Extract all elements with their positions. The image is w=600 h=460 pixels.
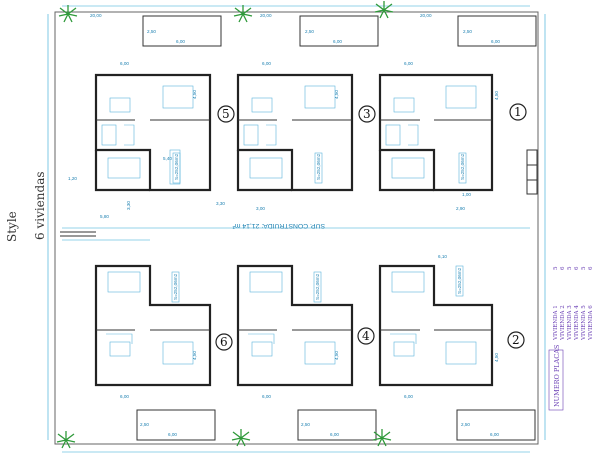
- svg-text:6,10: 6,10: [438, 254, 447, 259]
- svg-text:6,00: 6,00: [490, 432, 499, 437]
- solar-panels-legend: NUMERO PLACAS VIVIENDA 1 VIVIENDA 2 VIVI…: [548, 266, 594, 411]
- svg-text:VIVIENDA 6: VIVIENDA 6: [588, 305, 594, 341]
- svg-text:6,00: 6,00: [262, 394, 271, 399]
- unit-2: S=252,06m2 2 4,50 6,00: [378, 264, 525, 399]
- svg-text:5,80: 5,80: [100, 214, 109, 219]
- svg-text:S=252,06m2: S=252,06m2: [316, 153, 321, 180]
- site-boundary: [54, 11, 539, 445]
- svg-text:2,50: 2,50: [461, 422, 470, 427]
- unit-number: 3: [363, 107, 371, 121]
- palm-tree-icon: [58, 5, 78, 23]
- unit-5: 5 4,50 5,40 3,30 6,00 S=252,06m2: [94, 61, 235, 206]
- svg-text:1,00: 1,00: [462, 192, 471, 197]
- svg-text:VIVIENDA 5: VIVIENDA 5: [581, 305, 587, 341]
- pool-bottom-mid: 2,50 6,00: [297, 409, 377, 441]
- svg-text:2,50: 2,50: [147, 29, 156, 34]
- svg-text:S=252,06m2: S=252,06m2: [174, 153, 179, 180]
- svg-text:5: 5: [553, 266, 559, 270]
- svg-text:5: 5: [567, 266, 573, 270]
- svg-text:S=252,06m2: S=252,06m2: [173, 273, 178, 300]
- palm-tree-icon: [372, 429, 392, 447]
- unit-1: S=252,06m2 1 4,50 6,00: [378, 61, 527, 192]
- svg-text:NUMERO PLACAS: NUMERO PLACAS: [553, 345, 561, 407]
- svg-text:6: 6: [574, 266, 580, 270]
- svg-text:5,40: 5,40: [163, 156, 172, 161]
- svg-text:6,00: 6,00: [330, 432, 339, 437]
- built-area-note: SUP. CONSTRUIDA: 21,14 m²: [232, 222, 325, 229]
- dim-label: 20,00: [90, 13, 102, 18]
- palm-tree-icon: [374, 1, 394, 19]
- dim-label: 20,00: [420, 13, 432, 18]
- unit-6: S=252,06m2 6 4,50 6,00: [94, 264, 233, 399]
- svg-text:2,50: 2,50: [305, 29, 314, 34]
- palm-tree-icon: [56, 431, 76, 449]
- svg-text:6: 6: [588, 266, 594, 270]
- svg-text:6,00: 6,00: [262, 61, 271, 66]
- pool-top-right: 2,50 6,00: [457, 15, 537, 47]
- svg-text:4,50: 4,50: [192, 90, 197, 99]
- svg-text:4,50: 4,50: [494, 353, 499, 362]
- svg-text:S=252,06m2: S=252,06m2: [460, 153, 465, 180]
- svg-text:4,50: 4,50: [334, 90, 339, 99]
- svg-text:3,30: 3,30: [216, 201, 225, 206]
- unit-4: S=252,06m2 4 4,50 6,00: [236, 264, 375, 399]
- svg-text:1,20: 1,20: [68, 176, 77, 181]
- pool-bottom-left: 2,50 6,00: [136, 409, 216, 441]
- svg-text:VIVIENDA 4: VIVIENDA 4: [574, 305, 580, 341]
- svg-text:4,50: 4,50: [494, 91, 499, 100]
- svg-text:S=252,06m2: S=252,06m2: [315, 273, 320, 300]
- pool-bottom-right: 2,50 6,00: [456, 409, 536, 441]
- svg-text:6,00: 6,00: [404, 394, 413, 399]
- pool-top-left: 2,50 6,00: [142, 15, 222, 47]
- dim-label: 20,00: [260, 13, 272, 18]
- pool-top-mid: 2,50 6,00: [299, 15, 379, 47]
- svg-text:2,50: 2,50: [140, 422, 149, 427]
- unit-3: S=252,06m2 3 4,50 6,00: [236, 61, 376, 192]
- unit-number: 1: [514, 105, 522, 119]
- unit-number: 6: [220, 335, 228, 349]
- svg-text:VIVIENDA 2: VIVIENDA 2: [560, 305, 566, 341]
- svg-text:S=252,06m2: S=252,06m2: [457, 267, 462, 294]
- svg-text:VIVIENDA 1: VIVIENDA 1: [553, 305, 559, 341]
- svg-text:6: 6: [560, 266, 566, 270]
- svg-text:6,00: 6,00: [333, 39, 342, 44]
- palm-tree-icon: [231, 429, 251, 447]
- svg-text:VIVIENDA 3: VIVIENDA 3: [567, 305, 573, 341]
- svg-text:2,50: 2,50: [463, 29, 472, 34]
- svg-text:6,00: 6,00: [491, 39, 500, 44]
- svg-text:3,00: 3,00: [256, 206, 265, 211]
- svg-text:3,30: 3,30: [126, 201, 131, 210]
- unit-number: 2: [512, 333, 520, 347]
- svg-text:5: 5: [581, 266, 587, 270]
- svg-text:4,50: 4,50: [334, 351, 339, 360]
- svg-text:Style: Style: [5, 211, 19, 242]
- unit-number: 4: [362, 329, 370, 343]
- svg-text:6,00: 6,00: [120, 61, 129, 66]
- svg-text:6 viviendas: 6 viviendas: [33, 171, 47, 240]
- handwritten-title: Style 6 viviendas: [5, 171, 47, 242]
- svg-text:6,00: 6,00: [176, 39, 185, 44]
- svg-text:4,50: 4,50: [192, 351, 197, 360]
- svg-text:6,00: 6,00: [120, 394, 129, 399]
- svg-text:2,50: 2,50: [301, 422, 310, 427]
- svg-text:6,00: 6,00: [404, 61, 413, 66]
- svg-text:2,90: 2,90: [456, 206, 465, 211]
- palm-tree-icon: [233, 5, 253, 23]
- unit-number: 5: [222, 107, 230, 121]
- svg-text:6,00: 6,00: [168, 432, 177, 437]
